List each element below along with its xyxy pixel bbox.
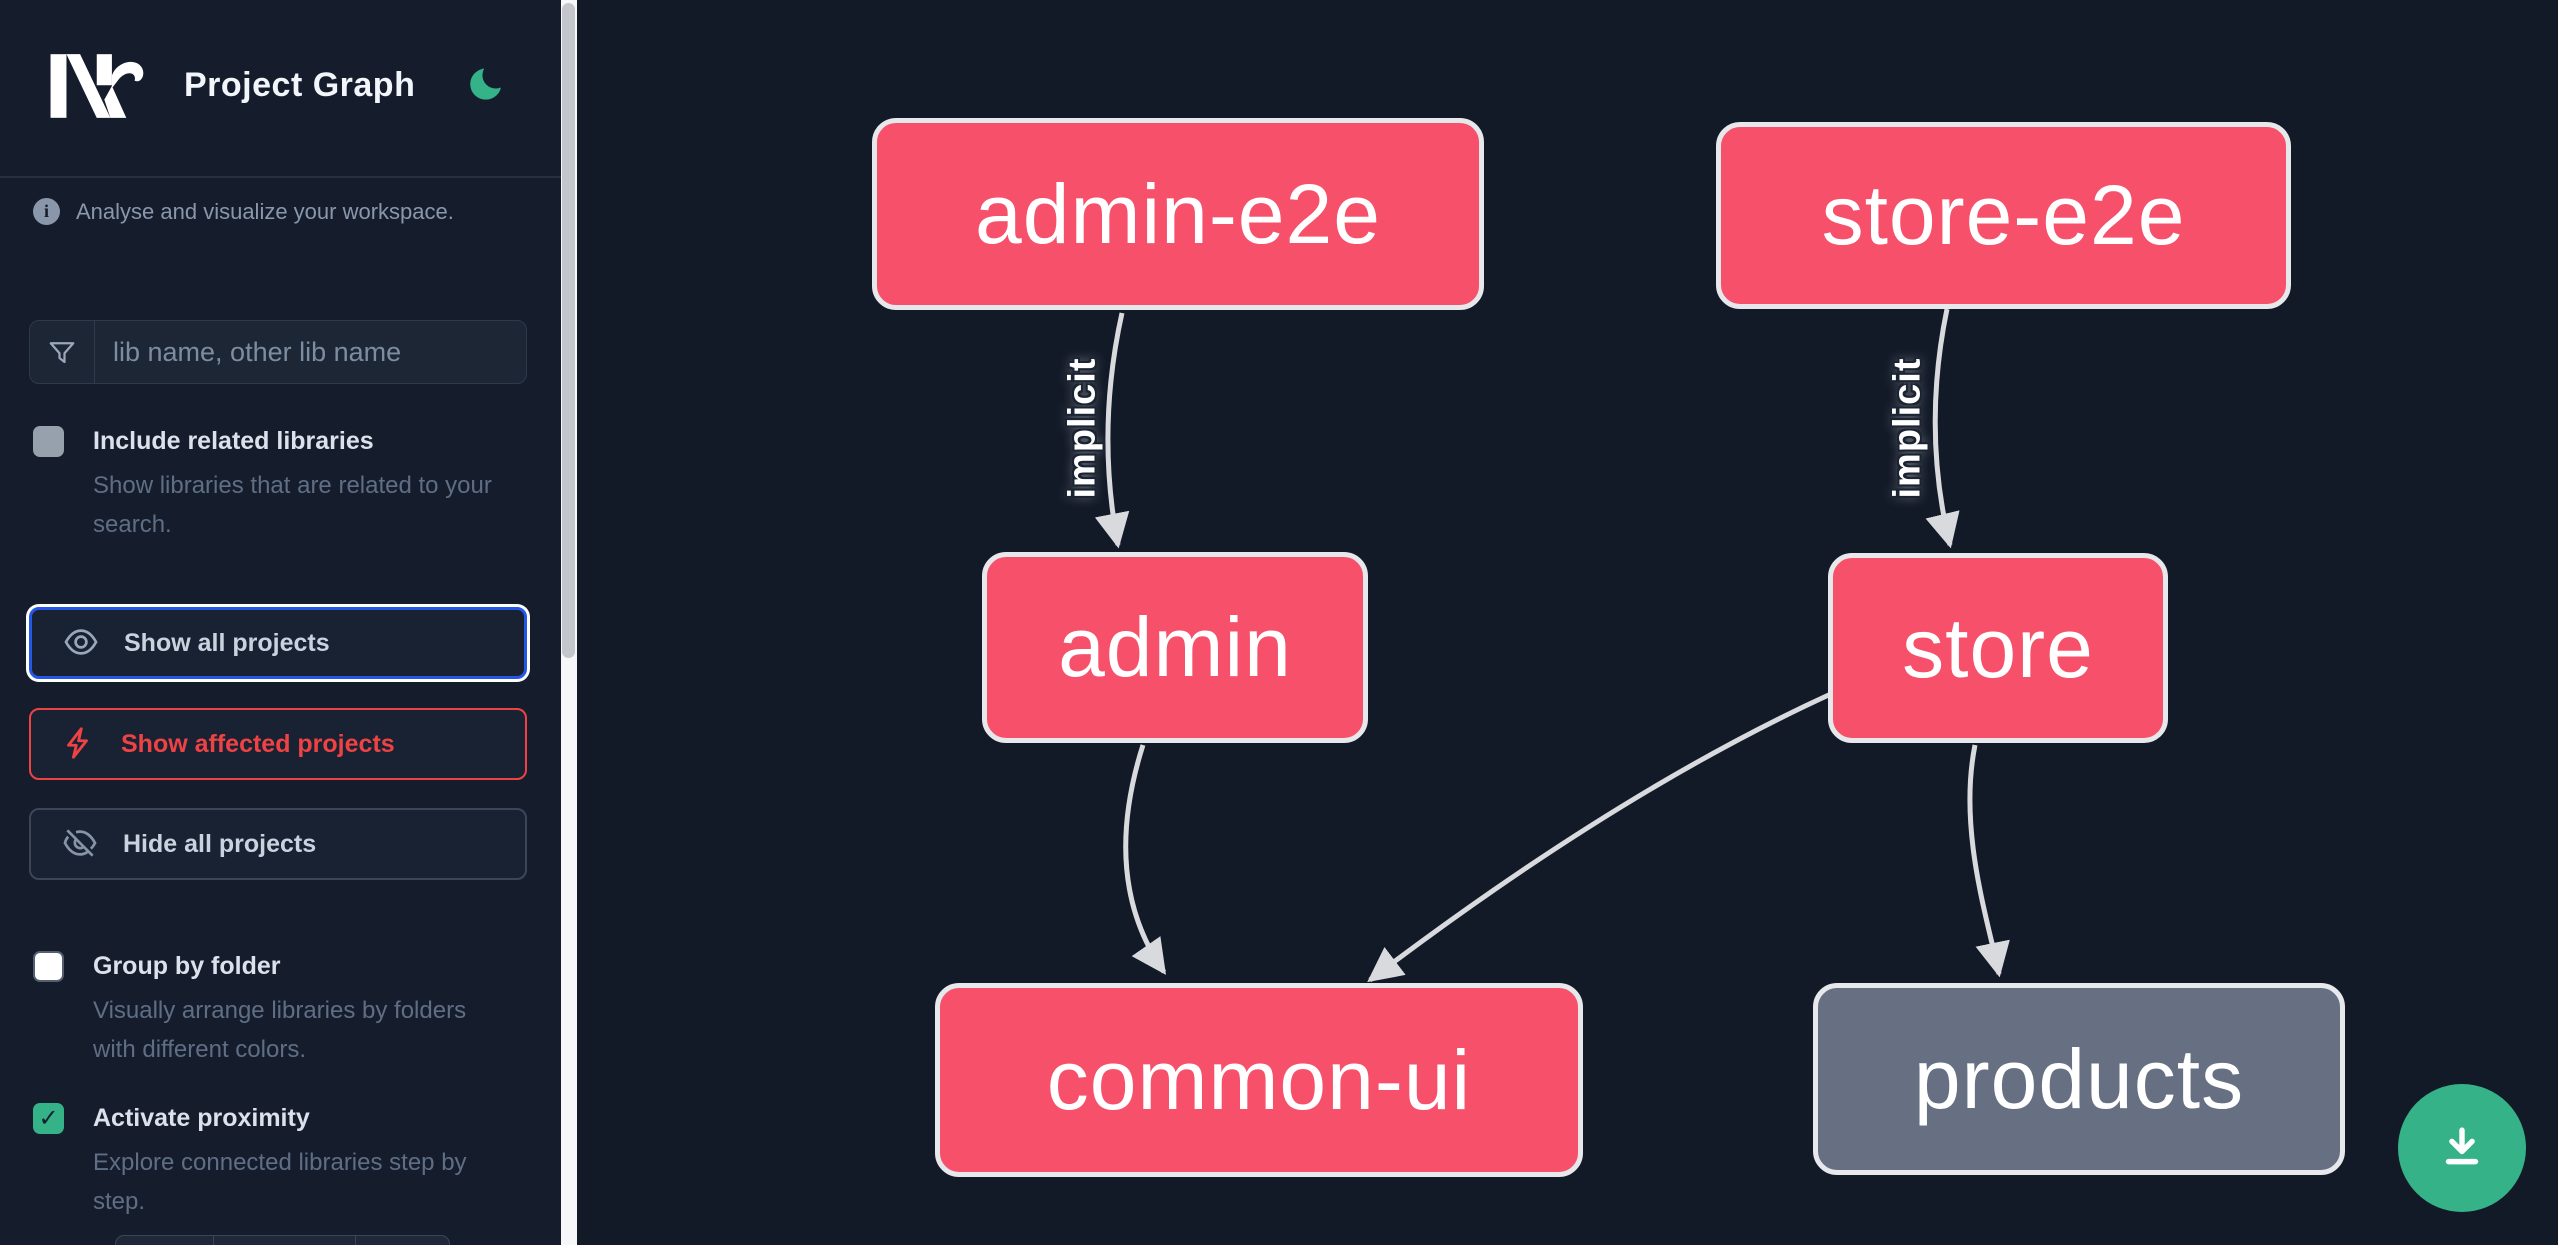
edge-store-to-products bbox=[1967, 744, 2010, 978]
download-image-button[interactable] bbox=[2398, 1084, 2526, 1212]
stepper-value bbox=[212, 1236, 356, 1245]
toggle-description: Explore connected libraries step by step… bbox=[93, 1149, 467, 1215]
button-label: Hide all projects bbox=[123, 829, 317, 858]
toggle-description: Show libraries that are related to your … bbox=[93, 472, 492, 538]
toggle-label[interactable]: Include related libraries bbox=[93, 427, 374, 455]
checkbox-group-by-folder[interactable] bbox=[33, 951, 64, 982]
edge-label-admin-e2e-to-admin: implicit bbox=[1061, 357, 1104, 499]
hide-all-projects-button[interactable]: Hide all projects bbox=[29, 808, 527, 880]
toggle-description: Visually arrange libraries by folders wi… bbox=[93, 997, 467, 1063]
toggle-group-by-folder: Group by folder Visually arrange librari… bbox=[33, 951, 503, 1069]
eye-off-icon bbox=[61, 824, 99, 865]
edge-admin-to-common-ui bbox=[1123, 744, 1167, 975]
edge-store-to-common-ui bbox=[1367, 690, 1835, 983]
button-label: Show all projects bbox=[124, 628, 330, 657]
toggle-label[interactable]: Group by folder bbox=[93, 952, 281, 980]
tagline-row: i Analyse and visualize your workspace. bbox=[33, 198, 533, 225]
edge-store-e2e-to-store bbox=[1925, 308, 1960, 549]
search-box bbox=[29, 320, 527, 384]
graph-node-store[interactable]: store bbox=[1828, 553, 2168, 743]
info-icon: i bbox=[33, 198, 60, 225]
sidebar-scrollbar[interactable] bbox=[561, 0, 577, 1245]
checkbox-activate-proximity[interactable]: ✓ bbox=[33, 1103, 64, 1134]
show-all-projects-button[interactable]: Show all projects bbox=[29, 607, 527, 679]
toggle-activate-proximity: ✓ Activate proximity Explore connected l… bbox=[33, 1103, 503, 1221]
app-title: Project Graph bbox=[184, 66, 416, 104]
stepper-decrement[interactable] bbox=[116, 1236, 213, 1245]
graph-node-store-e2e[interactable]: store-e2e bbox=[1716, 122, 2291, 309]
edge-admin-e2e-to-admin bbox=[1094, 312, 1130, 549]
show-affected-projects-button[interactable]: Show affected projects bbox=[29, 708, 527, 780]
filter-funnel-icon bbox=[30, 321, 95, 383]
sidebar: Project Graph i Analyse and visualize yo… bbox=[0, 0, 561, 1245]
sidebar-header: Project Graph bbox=[0, 0, 561, 178]
button-label: Show affected projects bbox=[121, 729, 395, 758]
search-input[interactable] bbox=[95, 321, 526, 383]
toggle-label[interactable]: Activate proximity bbox=[93, 1104, 310, 1132]
theme-toggle-button[interactable] bbox=[466, 61, 510, 106]
graph-node-common-ui[interactable]: common-ui bbox=[935, 983, 1583, 1177]
checkbox-include-related[interactable] bbox=[33, 426, 64, 457]
toggle-include-related: Include related libraries Show libraries… bbox=[33, 426, 503, 544]
stepper-increment[interactable] bbox=[355, 1236, 449, 1245]
moon-icon bbox=[468, 61, 510, 106]
edge-label-store-e2e-to-store: implicit bbox=[1886, 357, 1929, 499]
graph-node-admin-e2e[interactable]: admin-e2e bbox=[872, 118, 1484, 310]
download-icon bbox=[2435, 1120, 2489, 1177]
graph-node-admin[interactable]: admin bbox=[982, 552, 1368, 743]
graph-node-products[interactable]: products bbox=[1813, 983, 2345, 1175]
nx-logo-icon bbox=[46, 48, 146, 124]
lightning-bolt-icon bbox=[61, 725, 97, 764]
proximity-stepper[interactable] bbox=[115, 1235, 450, 1245]
eye-icon bbox=[62, 623, 100, 664]
tagline-text: Analyse and visualize your workspace. bbox=[76, 198, 454, 224]
scrollbar-thumb[interactable] bbox=[562, 3, 575, 658]
